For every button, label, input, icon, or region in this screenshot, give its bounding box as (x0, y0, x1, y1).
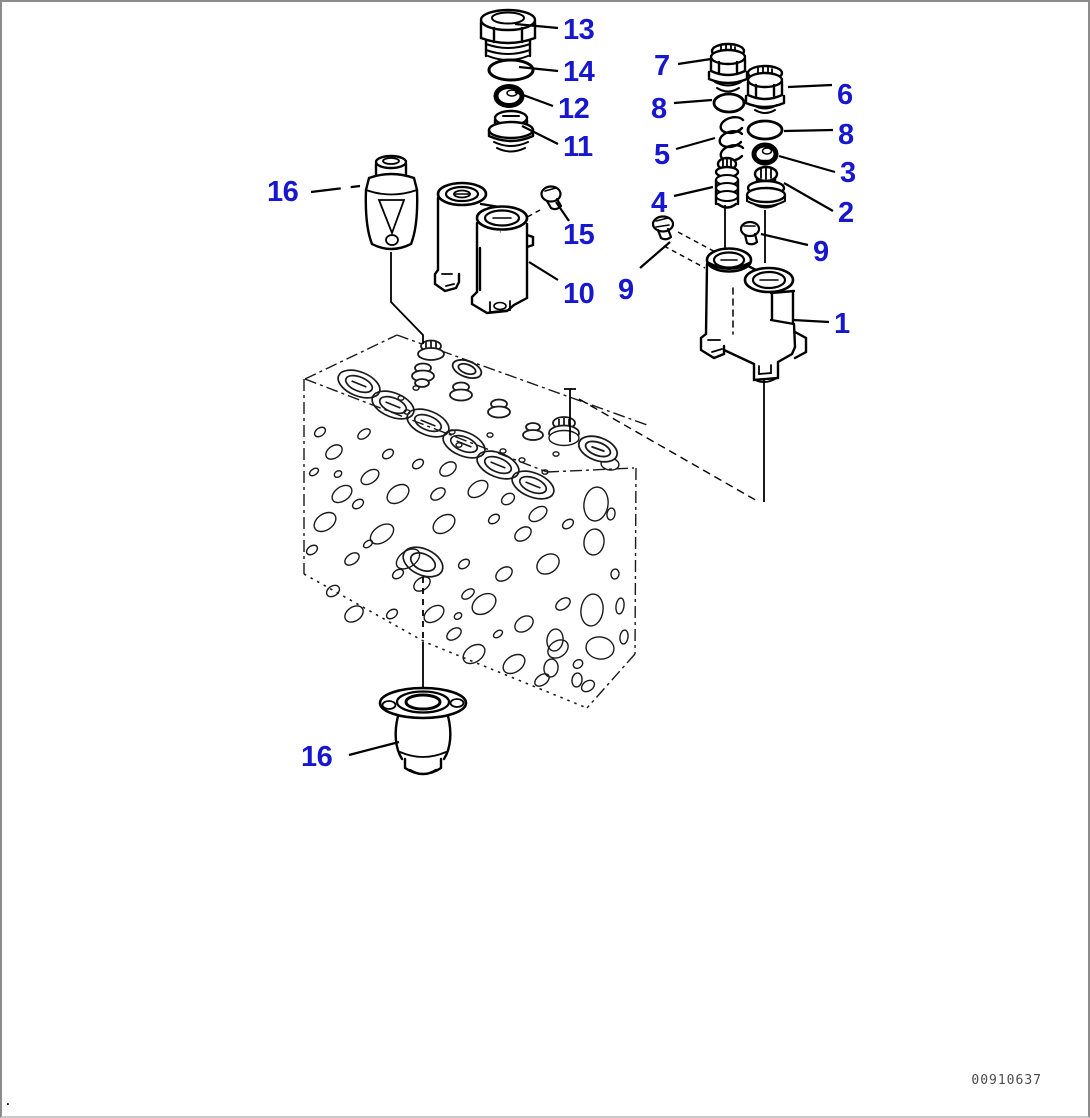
callout-leader-line (639, 241, 671, 269)
callout-9[interactable]: 9 (618, 274, 635, 306)
callout-8[interactable]: 8 (838, 119, 855, 151)
stray-corner-mark: . (6, 1097, 10, 1108)
callout-leader-line (528, 261, 559, 281)
callout-leader-line (792, 318, 830, 324)
callout-leader-line (514, 90, 554, 108)
callout-leader-line (555, 201, 570, 222)
callout-6[interactable]: 6 (837, 79, 854, 111)
part-8-o-ring-left-art (712, 92, 746, 114)
callout-leader-line (348, 740, 400, 757)
part-1-cover-art (699, 247, 808, 383)
part-4-spool-spring-art (714, 156, 740, 209)
part-7-fitting-art (707, 42, 749, 93)
callout-12[interactable]: 12 (558, 93, 590, 125)
drawing-number: 00910637 (971, 1073, 1042, 1088)
callout-8[interactable]: 8 (651, 93, 668, 125)
part-11-plug-art (487, 109, 535, 153)
part-12-ring-art (493, 84, 525, 108)
callout-13[interactable]: 13 (563, 14, 595, 46)
callout-11[interactable]: 11 (563, 131, 594, 163)
callout-leader-line (310, 184, 361, 194)
block-top-fittings-art (411, 339, 619, 463)
part-9-plug-left-art (651, 215, 675, 241)
part-14-o-ring-art (487, 58, 535, 82)
part-13-plug-art (479, 8, 537, 61)
callout-16[interactable]: 16 (301, 741, 333, 773)
callout-14[interactable]: 14 (563, 56, 595, 88)
part-6-fitting-art (744, 64, 786, 114)
part-5-backup-rings-art (718, 115, 745, 163)
callout-9[interactable]: 9 (813, 236, 830, 268)
callout-16[interactable]: 16 (267, 176, 299, 208)
callout-leader-line (514, 22, 559, 30)
callout-leader-line (675, 136, 716, 151)
callout-3[interactable]: 3 (840, 157, 857, 189)
part-8-o-ring-right-art (746, 119, 784, 141)
callout-leader-line (783, 128, 834, 133)
callout-leader-line (673, 185, 714, 198)
callout-10[interactable]: 10 (563, 278, 595, 310)
callout-leader-line (760, 232, 809, 247)
callout-leader-line (783, 182, 834, 212)
callout-4[interactable]: 4 (651, 187, 668, 219)
callout-leader-line (778, 154, 836, 174)
callout-leader-line (521, 125, 559, 145)
callout-1[interactable]: 1 (834, 308, 851, 340)
callout-2[interactable]: 2 (838, 197, 854, 229)
part-16-valve-top-art (364, 154, 419, 251)
valve-block-body-art (303, 334, 651, 709)
part-9-plug-right-art (739, 220, 761, 246)
part-3-ring-art (751, 142, 779, 166)
callout-leader-line (787, 83, 833, 89)
part-2-fitting-art (745, 165, 787, 209)
callout-7[interactable]: 7 (654, 50, 670, 82)
callout-leader-line (518, 65, 559, 73)
part-16-valve-bottom-art (378, 686, 468, 776)
callout-leader-line (677, 57, 712, 66)
callout-leader-line (673, 98, 713, 105)
callout-15[interactable]: 15 (563, 219, 595, 251)
callout-5[interactable]: 5 (654, 139, 671, 171)
part-10-cover-art (433, 181, 535, 315)
